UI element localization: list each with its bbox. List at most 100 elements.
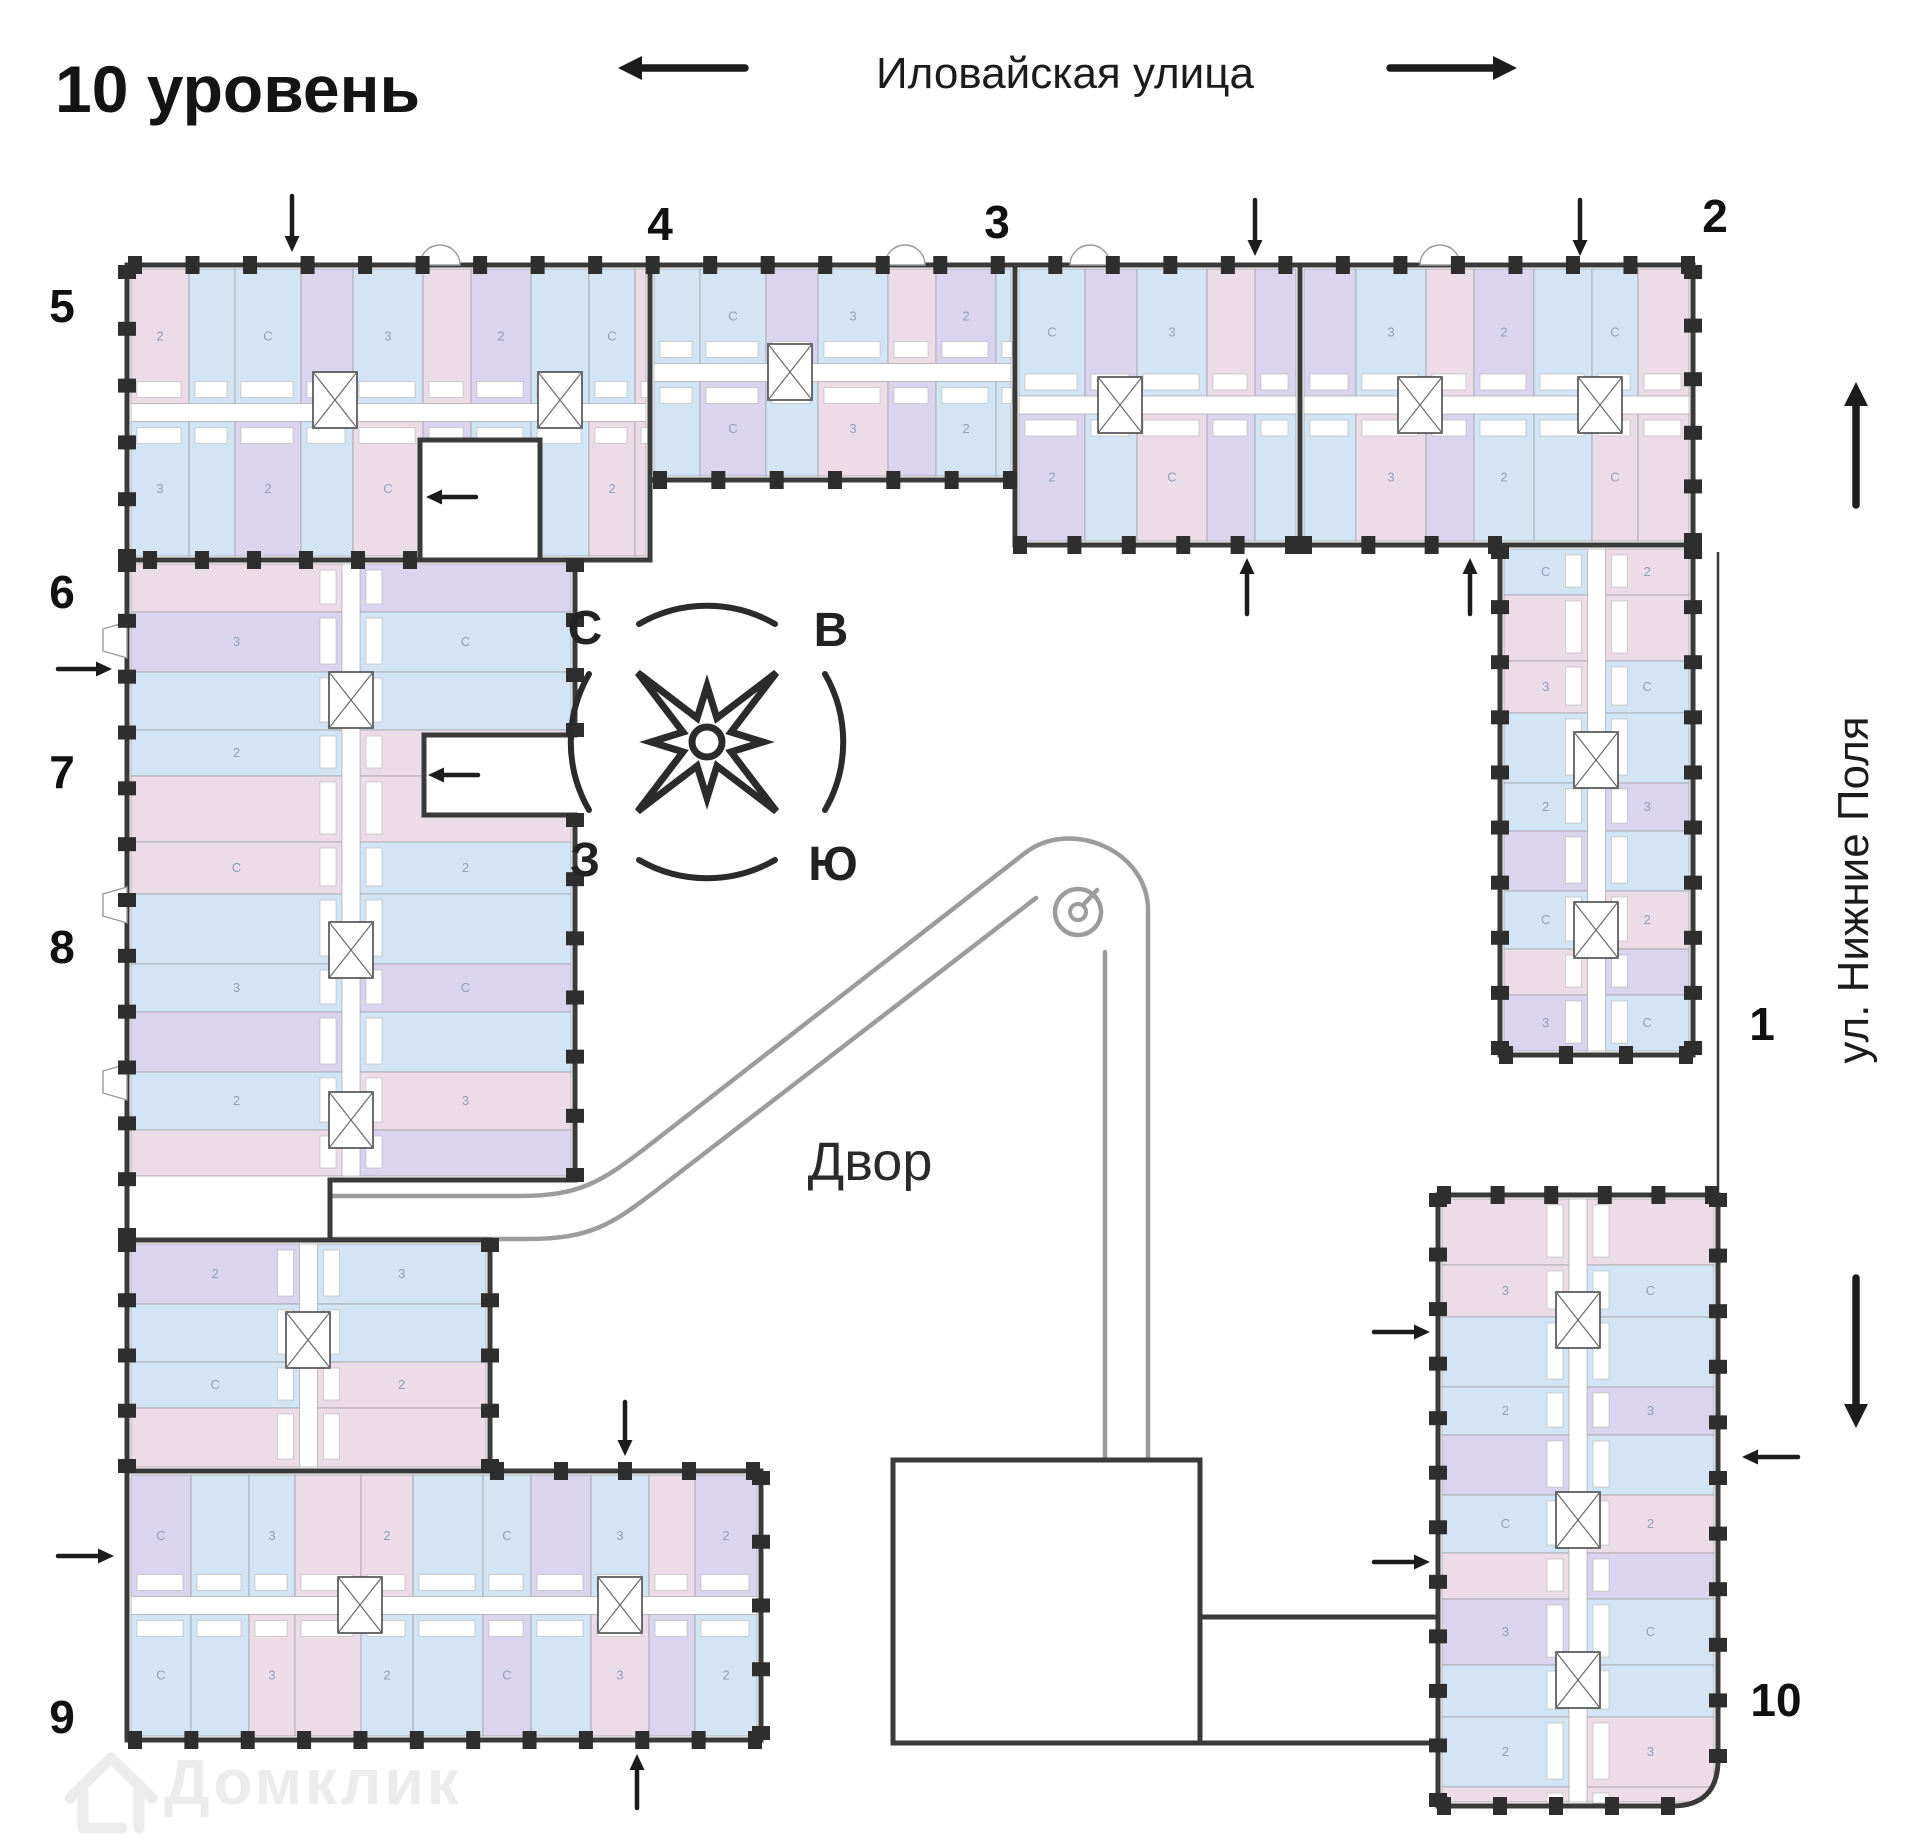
watermark: Домклик xyxy=(64,1746,459,1834)
wall-tick xyxy=(1491,820,1509,835)
unit-type-label: 3 xyxy=(497,481,504,496)
stair-core-icon xyxy=(337,1576,383,1634)
wall-tick xyxy=(1003,471,1017,489)
apartment-room xyxy=(1592,1440,1610,1488)
wall-tick xyxy=(554,1462,568,1480)
wall-tick xyxy=(1605,1797,1619,1815)
apartment-room xyxy=(1592,1722,1610,1780)
stair-core-icon xyxy=(328,921,374,979)
apartment-room xyxy=(319,781,337,835)
stair-core-icon xyxy=(312,371,358,429)
wall-tick xyxy=(566,872,584,887)
unit-type-label: 2 xyxy=(233,1093,240,1108)
apartment-cell xyxy=(130,563,343,613)
apartment-room xyxy=(1611,1000,1628,1044)
apartment-room xyxy=(196,1574,242,1591)
wall-tick xyxy=(1491,600,1509,615)
wall-tick xyxy=(1285,536,1299,554)
wall-tick xyxy=(118,669,136,684)
stair-core-icon xyxy=(1577,376,1623,434)
apartment-room xyxy=(277,1367,294,1401)
slide-pulley-icon xyxy=(1068,902,1088,922)
apartment-room xyxy=(640,381,650,398)
apartment-room xyxy=(1611,836,1628,884)
unit-type-label: 3 xyxy=(1647,1403,1654,1418)
wall-tick xyxy=(752,1662,770,1677)
apartment-room xyxy=(1565,954,1582,988)
apartment-room xyxy=(365,1017,383,1065)
stair-core-icon xyxy=(328,1091,374,1149)
wall-tick xyxy=(1491,985,1509,1000)
apartment-room xyxy=(1546,1722,1564,1780)
unit-type-label: 3 xyxy=(156,481,163,496)
unit-type-label: 3 xyxy=(1647,1744,1654,1759)
apartment-room xyxy=(1565,666,1582,706)
apartment-room xyxy=(319,1017,337,1065)
unit-type-label: 3 xyxy=(398,1266,405,1281)
apartment-cell xyxy=(359,1071,572,1131)
apartment-cell xyxy=(359,841,572,895)
apartment-room xyxy=(1565,788,1582,824)
wall-tick xyxy=(566,613,584,627)
wall-tick xyxy=(818,256,833,274)
unit-type-label: 3 xyxy=(1542,679,1549,694)
unit-type-label: 2 xyxy=(1542,799,1549,814)
apartment-room xyxy=(240,381,294,398)
wall-tick xyxy=(481,1403,499,1418)
apartment-room xyxy=(536,427,582,444)
wall-tick xyxy=(128,1731,142,1749)
stair-core-icon xyxy=(1555,1291,1601,1349)
corridor xyxy=(1018,395,1297,415)
wall-tick xyxy=(118,1004,136,1019)
wall-tick xyxy=(195,551,209,569)
apartment-cell xyxy=(359,563,572,613)
wall-tick xyxy=(566,813,584,827)
building-label-3: 3 xyxy=(984,196,1010,248)
unit-type-label: 2 xyxy=(156,328,163,343)
entrance-arrow-down-icon xyxy=(617,1440,633,1456)
wall-tick xyxy=(1709,1749,1727,1763)
apartment-room xyxy=(1309,419,1349,437)
wall-tick xyxy=(1278,256,1293,274)
apartment-room xyxy=(1142,373,1200,391)
unit-type-label: С xyxy=(232,860,241,875)
apartment-room xyxy=(1001,387,1013,404)
corridor xyxy=(341,563,361,1177)
unit-type-label: С xyxy=(1646,1624,1655,1639)
apartment-room xyxy=(893,341,929,358)
apartment-room xyxy=(323,1413,340,1460)
stair-core-icon xyxy=(767,343,813,401)
unit-type-label: 2 xyxy=(1502,1744,1509,1759)
wall-tick xyxy=(490,1462,504,1480)
wall-tick xyxy=(118,1238,136,1252)
slide-inner-line xyxy=(329,895,1039,1242)
wall-tick xyxy=(1491,655,1509,670)
apartment-room xyxy=(254,1620,288,1637)
apartment-room xyxy=(1611,554,1628,588)
unit-type-label: 3 xyxy=(384,328,391,343)
unit-type-label: С xyxy=(502,1528,511,1543)
apartment-room xyxy=(358,381,416,398)
unit-type-label: С xyxy=(1167,470,1176,485)
wall-tick xyxy=(769,471,784,489)
apartment-cell xyxy=(130,1361,300,1409)
wall-tick xyxy=(118,1116,136,1131)
street-arrow-right-icon xyxy=(1493,56,1517,80)
wall-tick xyxy=(566,990,584,1005)
wall-tick xyxy=(1491,765,1509,780)
apartment-room xyxy=(1592,1204,1610,1258)
wall-tick xyxy=(409,1731,424,1749)
wall-tick xyxy=(566,1168,584,1182)
wall-tick xyxy=(403,551,417,569)
apartment-room xyxy=(306,427,346,444)
corridor xyxy=(653,363,1012,382)
wall-tick xyxy=(1424,536,1439,554)
apartment-room xyxy=(1592,1558,1610,1592)
wall-tick xyxy=(1429,1738,1447,1753)
wall-tick xyxy=(1597,1186,1612,1204)
